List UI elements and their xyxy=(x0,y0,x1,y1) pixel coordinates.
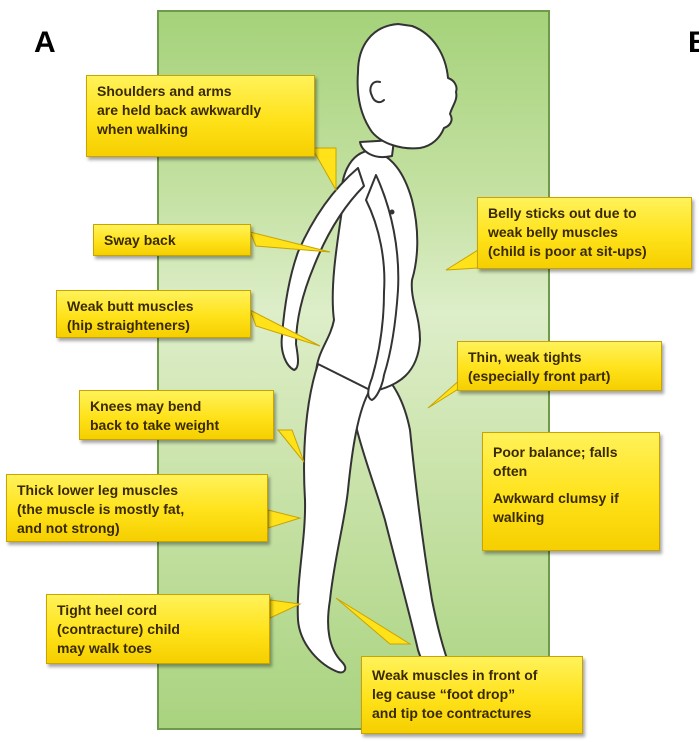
callout-shoulders-line-2: are held back awkwardly xyxy=(97,101,304,120)
callout-thighs-line-1: Thin, weak tights xyxy=(468,348,651,367)
callout-balance-line-4: walking xyxy=(493,508,649,527)
pointer-foot-drop xyxy=(336,598,410,644)
callout-balance-line-3: Awkward clumsy if xyxy=(493,489,649,508)
callout-heel-cord: Tight heel cord (contracture) child may … xyxy=(46,594,270,664)
pointer-lower-leg xyxy=(268,510,300,528)
callout-sway-back: Sway back xyxy=(93,224,251,256)
callout-weak-butt-muscles: Weak butt muscles (hip straighteners) xyxy=(56,290,251,338)
callout-balance-line-1: Poor balance; falls xyxy=(493,443,649,462)
callout-shoulders-line-3: when walking xyxy=(97,120,304,139)
callout-shoulders-line-1: Shoulders and arms xyxy=(97,82,304,101)
callout-belly-line-2: weak belly muscles xyxy=(488,223,681,242)
child-torso xyxy=(316,150,420,394)
callout-belly-line-1: Belly sticks out due to xyxy=(488,204,681,223)
callout-thighs-line-2: (especially front part) xyxy=(468,367,651,386)
callout-lower-leg-muscles: Thick lower leg muscles (the muscle is m… xyxy=(6,474,268,542)
callout-balance-line-2: often xyxy=(493,462,649,481)
child-back-leg xyxy=(348,372,466,704)
pointer-heel xyxy=(270,600,300,618)
callout-knees-line-1: Knees may bend xyxy=(90,397,263,416)
child-front-leg xyxy=(298,364,370,672)
callout-lower-leg-line-1: Thick lower leg muscles xyxy=(17,481,257,500)
callout-knees-line-2: back to take weight xyxy=(90,416,263,435)
callout-heel-line-1: Tight heel cord xyxy=(57,601,259,620)
callout-belly-line-3: (child is poor at sit-ups) xyxy=(488,242,681,261)
pointer-shoulders xyxy=(312,148,336,190)
callout-foot-drop-line-2: leg cause “foot drop” xyxy=(372,685,572,704)
callout-foot-drop-line-3: and tip toe contractures xyxy=(372,704,572,723)
callout-balance: Poor balance; falls often Awkward clumsy… xyxy=(482,432,660,551)
callout-butt-line-1: Weak butt muscles xyxy=(67,297,240,316)
callout-thighs: Thin, weak tights (especially front part… xyxy=(457,341,662,391)
callout-foot-drop: Weak muscles in front of leg cause “foot… xyxy=(361,656,583,734)
callout-sway-back-line-1: Sway back xyxy=(104,231,240,250)
child-nipple xyxy=(390,210,395,215)
callout-lower-leg-line-3: and not strong) xyxy=(17,519,257,538)
pointer-belly xyxy=(446,250,478,270)
child-head xyxy=(358,24,457,148)
callout-knees: Knees may bend back to take weight xyxy=(79,390,274,440)
pointer-knees xyxy=(278,430,304,462)
callout-heel-line-3: may walk toes xyxy=(57,639,259,658)
callout-heel-line-2: (contracture) child xyxy=(57,620,259,639)
callout-butt-line-2: (hip straighteners) xyxy=(67,316,240,335)
callout-belly: Belly sticks out due to weak belly muscl… xyxy=(477,197,692,269)
callout-shoulders: Shoulders and arms are held back awkward… xyxy=(86,75,315,157)
callout-lower-leg-line-2: (the muscle is mostly fat, xyxy=(17,500,257,519)
callout-foot-drop-line-1: Weak muscles in front of xyxy=(372,666,572,685)
